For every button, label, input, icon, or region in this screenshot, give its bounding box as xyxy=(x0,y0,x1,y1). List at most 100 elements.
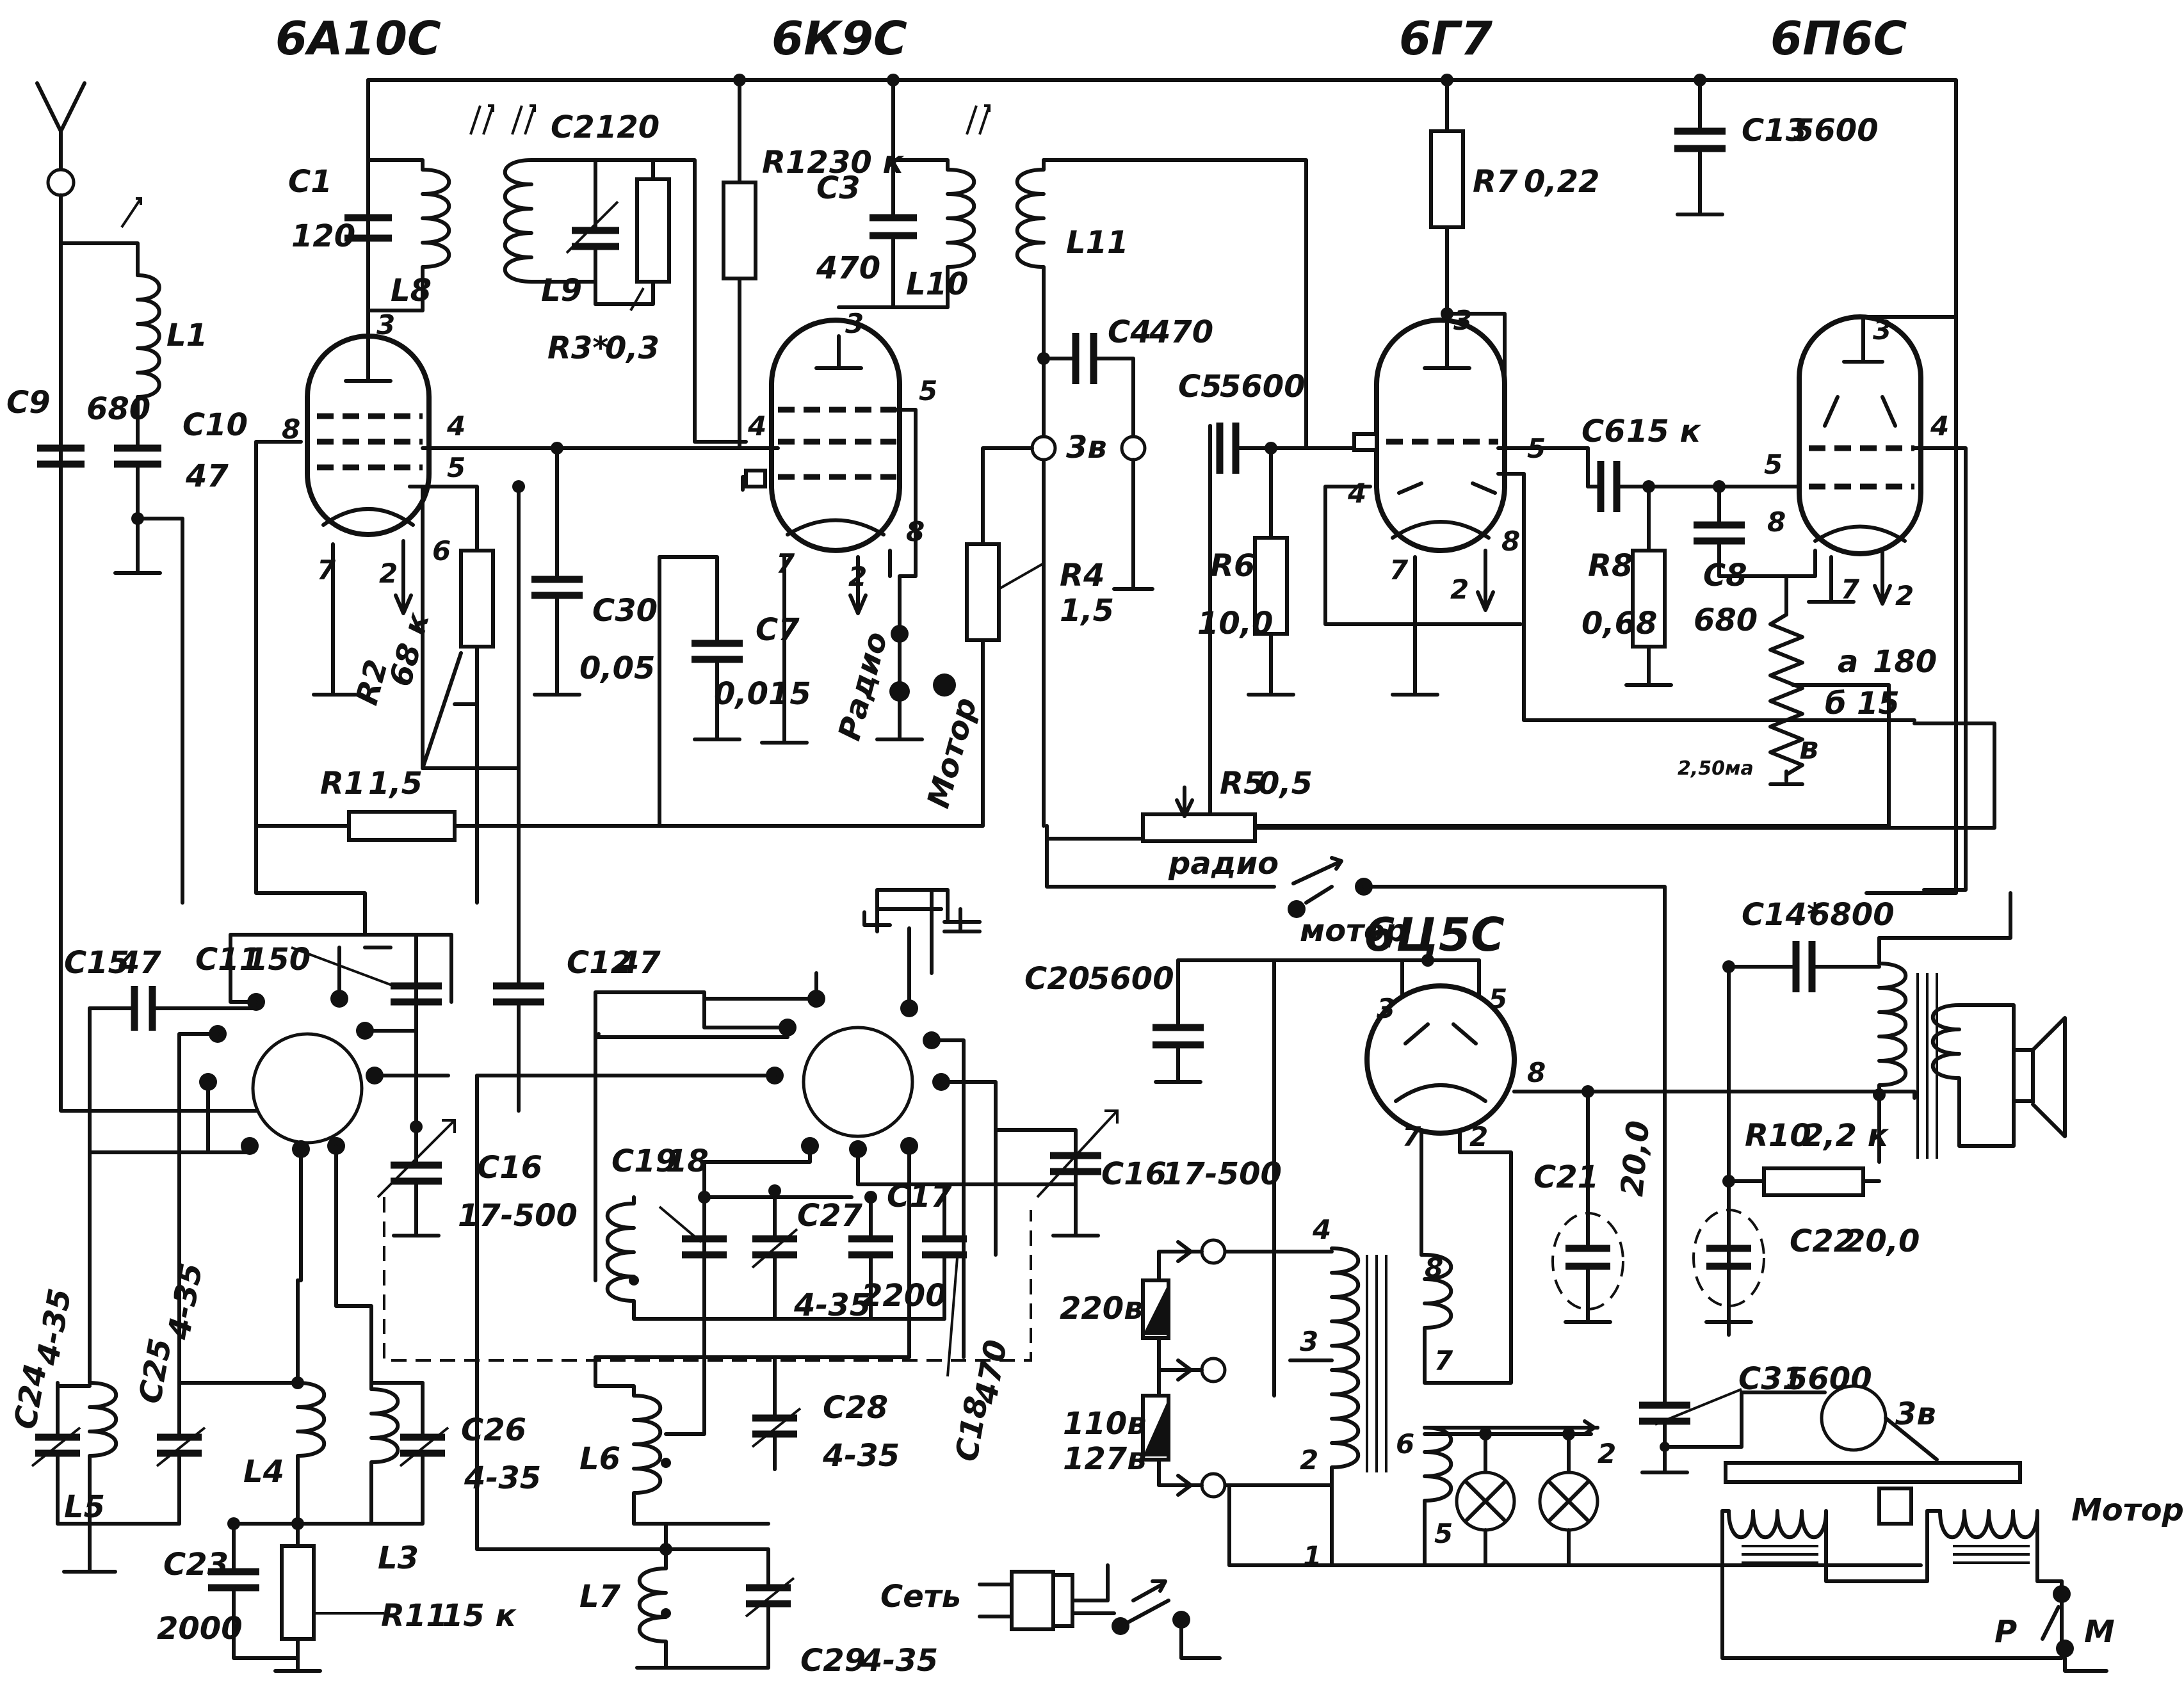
c9-capacitor: C9 680 xyxy=(6,385,150,468)
pickup-3v-label: 3в xyxy=(1895,1396,1936,1432)
r8-value: 0,68 xyxy=(1581,606,1657,641)
c4-capacitor: C4 470 xyxy=(1037,314,1213,437)
c6-label: C6 xyxy=(1581,414,1626,449)
voltage-220-label: 220в xyxy=(1060,1291,1144,1326)
c9-value: 680 xyxy=(86,391,150,427)
c8-label: C8 xyxy=(1703,558,1747,593)
svg-text:2: 2 xyxy=(379,558,398,589)
c30-capacitor: C30 0,05 xyxy=(531,442,658,697)
r6-label: R6 xyxy=(1210,548,1255,584)
c13-label: C13 xyxy=(1742,113,1807,149)
pilot-lamps: 2 xyxy=(1423,1419,1616,1567)
c20-label: C20 xyxy=(1024,961,1090,997)
c10-value: 47 xyxy=(185,458,229,494)
tube-6c5s-title: 6Ц5С xyxy=(1364,908,1505,962)
phono-motor: Мотор Р М xyxy=(1720,1492,2184,1673)
c16b-label: C16 xyxy=(1101,1156,1167,1192)
l4-coil: L4 xyxy=(177,1278,327,1526)
r4-resistor: R4 1,5 xyxy=(965,446,1114,828)
c10-capacitor: C10 47 xyxy=(113,407,248,905)
tube-6a10s-title: 6А10С xyxy=(275,12,441,65)
l1-label: L1 xyxy=(166,318,207,353)
tube-6c5s: 3 5 8 7 2 xyxy=(1176,954,1916,1398)
c4-value: 470 xyxy=(1149,314,1213,350)
l10-label: L10 xyxy=(906,266,968,302)
svg-text:5: 5 xyxy=(1434,1518,1453,1549)
c25-value: 4-35 xyxy=(161,1261,209,1343)
lamp-1-icon xyxy=(1455,1471,1516,1532)
c25-label: C25 xyxy=(132,1335,179,1406)
svg-text:3: 3 xyxy=(1873,314,1891,346)
voltage-selector: 220в 110в 127в xyxy=(1060,1238,1227,1499)
c26-label: C26 xyxy=(461,1412,526,1448)
svg-text:2: 2 xyxy=(1469,1121,1488,1152)
l4-label: L4 xyxy=(243,1454,284,1490)
c24-variable-capacitor: C24 4-35 xyxy=(7,1286,181,1574)
jack-3v-label: 3в xyxy=(1066,430,1107,465)
svg-text:6: 6 xyxy=(432,535,451,567)
tube-6g7-title: 6Г7 xyxy=(1399,12,1492,65)
r3-label: R3* xyxy=(547,330,608,366)
r3-resistor: R3* 0,3 xyxy=(547,158,671,366)
svg-text:4: 4 xyxy=(1347,478,1366,509)
r1-resistor: R1 1,5 xyxy=(254,555,985,842)
l5-label: L5 xyxy=(64,1489,105,1525)
c24-value: 4-35 xyxy=(29,1286,78,1369)
c14-value: 6800 xyxy=(1809,897,1895,933)
svg-text:6: 6 xyxy=(1396,1428,1414,1460)
gang-link-dashed xyxy=(383,1197,1032,1362)
c23-capacitor: C23 2000 xyxy=(157,1517,373,1673)
svg-text:5: 5 xyxy=(1764,449,1783,480)
tap-b-label: б xyxy=(1825,686,1847,722)
c8-value: 680 xyxy=(1694,602,1758,638)
c28-variable-capacitor: C28 4-35 xyxy=(751,1355,900,1474)
c16b-value: 17-500 xyxy=(1162,1156,1282,1192)
c7-value: 0,015 xyxy=(714,676,811,712)
c7-label: C7 xyxy=(756,612,800,648)
c22-value: 20,0 xyxy=(1844,1223,1920,1259)
svg-text:7: 7 xyxy=(1434,1345,1453,1376)
l9-coil: L9 xyxy=(503,104,597,309)
r5-label: R5 xyxy=(1220,766,1265,802)
radio-switch-label: радио xyxy=(1168,846,1279,882)
svg-text:7: 7 xyxy=(1841,574,1860,605)
svg-text:5: 5 xyxy=(447,452,465,483)
c12-capacitor: C12 47 xyxy=(493,480,661,1113)
c19-value: 18 xyxy=(666,1143,709,1179)
c9-label: C9 xyxy=(6,385,51,421)
svg-text:7: 7 xyxy=(776,548,795,579)
r11-resistor: R11 15 к xyxy=(280,1517,517,1660)
l8-label: L8 xyxy=(391,273,432,309)
r6-value: 10,0 xyxy=(1197,606,1273,641)
c7-capacitor: C7 0,015 xyxy=(658,555,811,741)
tube-6g7: 3 5 4 7 2 8 xyxy=(1323,305,1916,722)
tube-6k9s-title: 6К9С xyxy=(772,12,907,65)
svg-text:7: 7 xyxy=(1402,1121,1421,1152)
svg-text:8: 8 xyxy=(282,414,300,445)
svg-text:7: 7 xyxy=(317,554,336,586)
c5-capacitor: C5 5600 xyxy=(1178,369,1356,828)
radio-label-vertical: Радио xyxy=(832,628,895,745)
c16a-label: C16 xyxy=(477,1150,542,1186)
svg-text:4: 4 xyxy=(1930,410,1949,442)
svg-text:4: 4 xyxy=(446,410,465,442)
l5-coil: L5 xyxy=(56,1368,118,1526)
r3-value: 0,3 xyxy=(605,330,659,366)
mains-label: Сеть xyxy=(880,1579,961,1615)
c14-label: C14* xyxy=(1742,897,1823,933)
c14-capacitor: C14* 6800 xyxy=(1722,897,1895,1337)
svg-text:3: 3 xyxy=(1453,305,1472,336)
waveband-switch-1 xyxy=(88,933,453,1372)
c15-value: 47 xyxy=(118,945,161,981)
c29-value: 4-35 xyxy=(861,1643,938,1679)
r2-value: 68 к xyxy=(382,608,437,690)
l11-coil: L11 xyxy=(1015,158,1308,828)
svg-text:8: 8 xyxy=(1425,1252,1443,1284)
c13-value: 5600 xyxy=(1793,113,1879,149)
svg-text:2: 2 xyxy=(1300,1444,1318,1476)
svg-text:3: 3 xyxy=(845,308,864,339)
tap-b-value: 15 xyxy=(1857,686,1900,722)
r4-label: R4 xyxy=(1060,558,1104,593)
c12-label: C12 xyxy=(567,945,632,981)
